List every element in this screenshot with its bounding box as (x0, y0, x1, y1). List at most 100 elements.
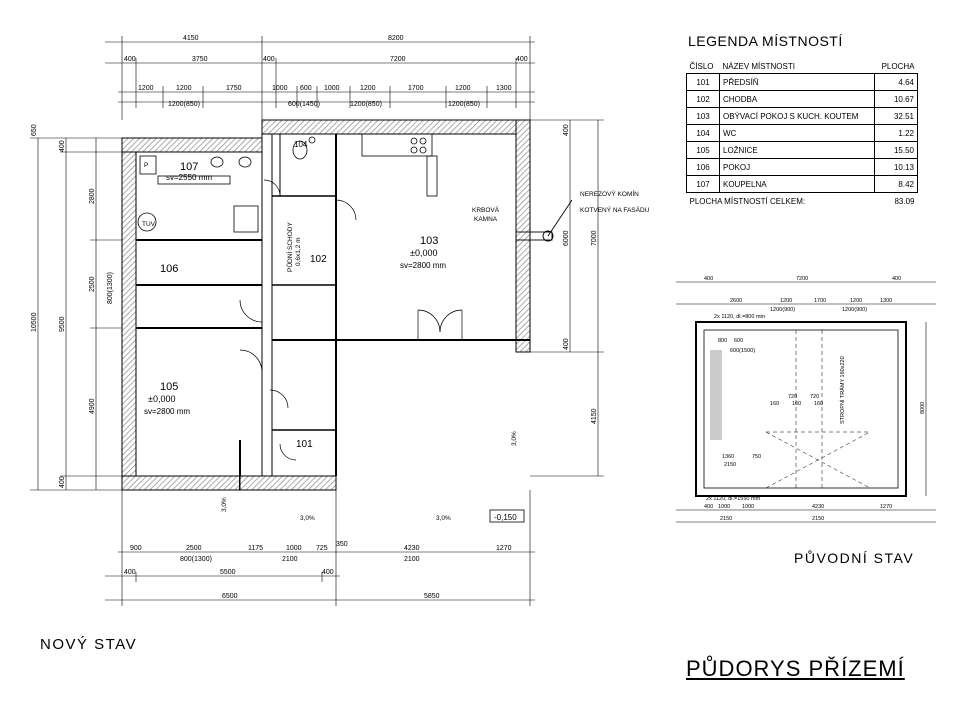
old-dim-text: 1200(900) (842, 307, 867, 313)
legend-total-row: PLOCHA MÍSTNOSTÍ CELKEM: 83.09 (687, 193, 918, 210)
old-dim-text: 8000 (920, 402, 926, 414)
exterior-level: -0,150 (494, 513, 517, 522)
old-note: 750 (752, 454, 761, 460)
dim-text: 1200(850) (350, 101, 382, 108)
stove-note: KRBOVÁ (472, 205, 500, 214)
dim-text: 1200(850) (168, 101, 200, 108)
room-number: 107 (180, 161, 198, 173)
plan-notes: NEREZOVÝ KOMÍN KOTVENÝ NA FASÁDU KRBOVÁ … (142, 162, 650, 523)
dim-text: 5500 (220, 569, 236, 576)
room-labels: 107 sv=2550 mm 106 105 ±0,000 sv=2800 mm… (144, 140, 446, 450)
old-dim-text: 4230 (812, 504, 824, 510)
dim-text: 800(1300) (180, 556, 212, 563)
dim-text: 1750 (226, 85, 242, 92)
dim-text: 4150 (591, 408, 598, 424)
legend-title: LEGENDA MÍSTNOSTÍ (688, 33, 843, 49)
dim-text: 725 (316, 545, 328, 552)
walls-center (239, 119, 531, 491)
old-note: 1360 (722, 454, 734, 460)
water-heater-label: TUV (142, 221, 156, 228)
bottom-dimension-lines (105, 490, 535, 606)
attic-stairs-note: 0,6x1,2 m (295, 237, 302, 266)
left-dimension-texts: 10500 9500 400 2800 2500 4900 400 800(13… (31, 124, 114, 488)
dim-text: 1270 (496, 545, 512, 552)
walls-left-block (121, 137, 270, 491)
room-level: ±0,000 (410, 248, 437, 258)
dim-text: 6000 (563, 230, 570, 246)
old-dim-text: 400 (704, 504, 713, 510)
old-note: 600(1500) (730, 348, 755, 354)
dim-text: 1000 (272, 85, 288, 92)
dim-text: 600(1450) (288, 101, 320, 108)
dim-text: 7000 (591, 230, 598, 246)
dim-text: 4230 (404, 545, 420, 552)
old-note: 2150 (724, 462, 736, 468)
dim-text: 800(1300) (107, 272, 114, 304)
legend-total-value: 83.09 (894, 196, 915, 206)
kitchen-counter (361, 133, 438, 197)
room-number: 103 (420, 235, 438, 247)
old-note: 2x 1120, dl.=800 mm (714, 314, 766, 320)
dim-text: 400 (59, 140, 66, 152)
old-dim-text: 1200 (850, 298, 862, 304)
left-dimension-lines (30, 137, 122, 491)
right-dimension-lines (530, 119, 604, 477)
old-note: 2x 1120, dl.=1550 mm (706, 496, 761, 502)
dim-text: 2100 (404, 556, 420, 563)
old-dim-text: 1000 (718, 504, 730, 510)
new-state-caption: NOVÝ STAV (40, 636, 138, 653)
dim-text: 1200 (360, 85, 376, 92)
dim-text: 900 (130, 545, 142, 552)
top-dimension-lines (105, 36, 535, 120)
room-clear-height: sv=2800 mm (144, 407, 190, 416)
room-number: 101 (296, 439, 313, 450)
chimney-note: KOTVENÝ NA FASÁDU (580, 205, 650, 214)
old-note: 160 (814, 401, 823, 407)
dim-text: 400 (59, 476, 66, 488)
old-note: STROPNÍ TRÁMY 160x220 (839, 356, 846, 424)
room-clear-height: sv=2550 mm (166, 173, 212, 182)
dim-text: 400 (322, 569, 334, 576)
dim-text: 400 (563, 124, 570, 136)
dim-text: 3750 (192, 56, 208, 63)
old-dim-text: 1270 (880, 504, 892, 510)
attic-stairs-note: PŮDNÍ SCHODY (285, 221, 294, 272)
room-number: 102 (310, 254, 327, 265)
old-dim-text: 1200(900) (770, 307, 795, 313)
dim-text: 600 (300, 85, 312, 92)
old-dim-text: 400 (704, 276, 713, 282)
dim-text: 4150 (183, 35, 199, 42)
dim-text: 1175 (248, 545, 263, 552)
old-note: 160 (770, 401, 779, 407)
room-number: 104 (294, 140, 308, 149)
old-note: 720 (788, 394, 797, 400)
room-clear-height: sv=2800 mm (400, 261, 446, 270)
old-dim-text: 1700 (814, 298, 826, 304)
old-dim-text: 400 (892, 276, 901, 282)
old-note: 600 (734, 338, 743, 344)
right-dimension-texts: 400 6000 400 7000 4150 (563, 124, 598, 424)
dim-text: 9500 (59, 316, 66, 332)
old-note: 720 (810, 394, 819, 400)
dim-text: 2500 (89, 276, 96, 292)
legend-total-label: PLOCHA MÍSTNOSTÍ CELKEM: (689, 196, 806, 206)
stove-note: KAMNA (474, 216, 498, 223)
dim-text: 10500 (31, 312, 38, 332)
chimney-note: NEREZOVÝ KOMÍN (580, 189, 639, 198)
dim-text: 1200 (138, 85, 154, 92)
slope-note: 3,0% (221, 497, 228, 512)
dim-text: 1700 (408, 85, 424, 92)
bathroom-fixtures (137, 136, 316, 233)
original-plan: 400 7200 400 2600 1200 1700 1200 1300 12… (676, 276, 936, 523)
bottom-dimension-texts: 900 2500 1175 1000 725 350 4230 1270 800… (124, 541, 512, 600)
slope-note: 3,0% (436, 515, 451, 522)
slope-note: 3,0% (511, 431, 518, 446)
old-dim-text: 1200 (780, 298, 792, 304)
legend-cell-area: 8.42 (874, 175, 918, 193)
